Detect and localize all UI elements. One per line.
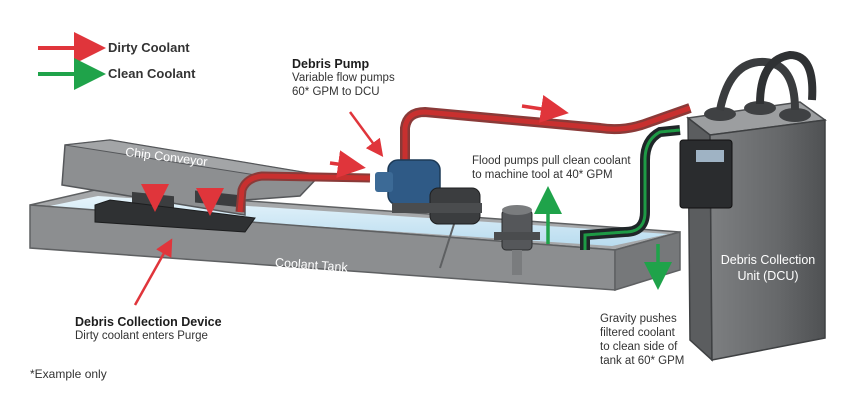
flood-pumps-line1: Flood pumps pull clean coolant bbox=[472, 155, 631, 167]
footnote: *Example only bbox=[30, 367, 107, 381]
debris-pump-line2: 60* GPM to DCU bbox=[292, 86, 380, 98]
debris-pump-line1: Variable flow pumps bbox=[292, 72, 395, 84]
gravity-line4: tank at 60* GPM bbox=[600, 355, 685, 367]
legend-dirty-label: Dirty Coolant bbox=[108, 40, 190, 55]
debris-collection-device bbox=[94, 199, 256, 233]
flow-arrow-to-pump bbox=[329, 150, 366, 178]
flood-pumps-callout: Flood pumps pull clean coolant to machin… bbox=[472, 154, 631, 182]
gravity-callout: Gravity pushes filtered coolant to clean… bbox=[600, 312, 684, 368]
flow-arrow-to-dcu bbox=[521, 95, 569, 123]
dcu-label: Debris Collection Unit (DCU) bbox=[712, 252, 824, 284]
debris-pump-title: Debris Pump bbox=[292, 57, 370, 71]
dcu-label-line2: Unit (DCU) bbox=[737, 269, 799, 283]
flood-pump bbox=[494, 205, 540, 275]
debris-device-line1: Dirty coolant enters Purge bbox=[75, 330, 208, 342]
gravity-line2: filtered coolant bbox=[600, 327, 675, 339]
flood-pumps-line2: to machine tool at 40* GPM bbox=[472, 169, 613, 181]
gravity-line1: Gravity pushes bbox=[600, 313, 677, 325]
debris-device-title: Debris Collection Device bbox=[75, 315, 222, 329]
debris-pump bbox=[375, 159, 482, 225]
dcu bbox=[679, 50, 827, 362]
debris-device-callout: Debris Collection Device Dirty coolant e… bbox=[75, 315, 222, 343]
debris-pump-callout: Debris Pump Variable flow pumps 60* GPM … bbox=[292, 57, 395, 99]
legend-clean-label: Clean Coolant bbox=[108, 66, 196, 81]
dcu-label-line1: Debris Collection bbox=[720, 253, 816, 267]
gravity-line3: to clean side of bbox=[600, 341, 678, 353]
